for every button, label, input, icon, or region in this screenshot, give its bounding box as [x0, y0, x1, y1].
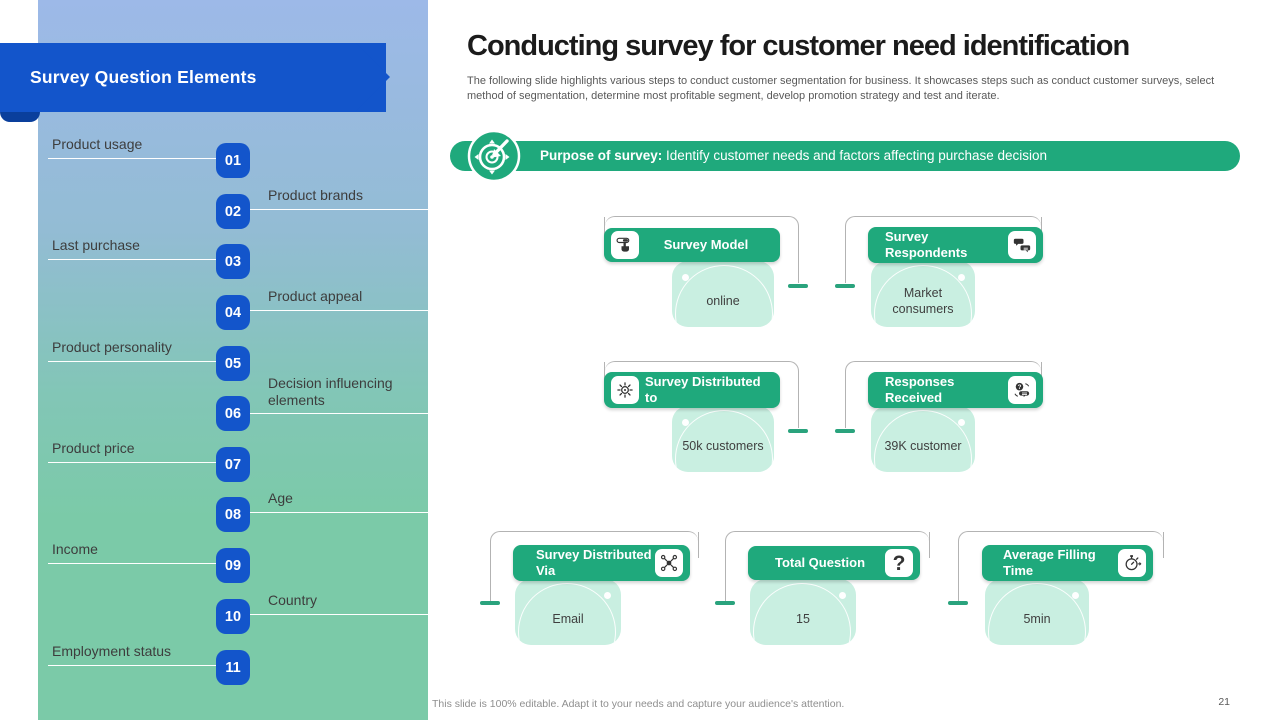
sidebar-item-number: 01	[216, 143, 250, 178]
connector-dash	[715, 601, 735, 605]
sidebar-item-number: 02	[216, 194, 250, 229]
sidebar-item-number: 07	[216, 447, 250, 482]
card-value: Email	[552, 611, 584, 626]
card-survey-respondents: Survey Respondents	[868, 227, 1043, 263]
card-average-filling-time: Average Filling Time	[982, 545, 1153, 581]
sidebar-item-number: 11	[216, 650, 250, 685]
card-title: Responses Received	[885, 374, 955, 405]
sidebar-item-number: 06	[216, 396, 250, 431]
purpose-label: Purpose of survey:	[540, 148, 663, 163]
arc-dot	[1072, 592, 1079, 599]
sidebar-item-label: Country	[250, 592, 436, 615]
page-subtitle: The following slide highlights various s…	[467, 75, 1215, 103]
sidebar-item-label: Age	[250, 490, 436, 513]
card-value: online	[706, 293, 740, 308]
card-title: Survey Respondents	[885, 229, 968, 260]
connector-dash	[835, 429, 855, 433]
sidebar-item-label: Product usage	[48, 136, 220, 159]
card-title: Survey Distributed to	[645, 374, 761, 405]
arc-dot	[958, 419, 965, 426]
connector-dash	[480, 601, 500, 605]
sidebar-item-label: Product price	[48, 440, 220, 463]
sidebar-item-number: 05	[216, 346, 250, 381]
card-value-box: 39K customer	[871, 406, 975, 472]
sidebar-item-label: Decision influencing elements	[250, 375, 436, 414]
target-icon	[466, 128, 522, 184]
card-value-box: Email	[515, 579, 621, 645]
sidebar-item-label: Product appeal	[250, 288, 436, 311]
connector-dash	[948, 601, 968, 605]
connector-dash	[835, 284, 855, 288]
connector-bracket	[490, 531, 699, 602]
connector-dash	[788, 284, 808, 288]
arc-dot	[604, 592, 611, 599]
sidebar-item-number: 09	[216, 548, 250, 583]
card-responses-received: Responses Received ?	[868, 372, 1043, 408]
card-title: Average Filling Time	[1003, 547, 1096, 578]
sidebar-item-label: Last purchase	[48, 237, 220, 260]
arc-dot	[839, 592, 846, 599]
card-value: 39K customer	[884, 438, 962, 453]
card-title: Total Question	[774, 555, 866, 571]
card-survey-model: Survey Model	[604, 228, 780, 262]
sidebar-item-number: 08	[216, 497, 250, 532]
purpose-text: Identify customer needs and factors affe…	[662, 148, 1048, 163]
arc-dot	[958, 274, 965, 281]
connector-bracket	[604, 361, 799, 428]
sidebar-item-number: 04	[216, 295, 250, 330]
connector-bracket	[958, 531, 1164, 602]
card-title: Survey Model	[663, 237, 749, 253]
sidebar-item-label: Employment status	[48, 643, 220, 666]
card-survey-distributed-via: Survey Distributed Via	[513, 545, 690, 581]
page-number: 21	[1218, 696, 1230, 708]
card-value: 50k customers	[682, 438, 764, 453]
sidebar-title: Survey Question Elements	[30, 67, 257, 87]
card-total-question: Total Question ?	[748, 546, 920, 580]
card-value-box: online	[672, 261, 774, 327]
card-value-box: 5min	[985, 579, 1089, 645]
network-share-icon	[655, 549, 683, 577]
sidebar-item-number: 03	[216, 244, 250, 279]
question-mark-icon: ?	[885, 549, 913, 577]
arc-dot	[682, 274, 689, 281]
question-answer-icon: ?	[1008, 376, 1036, 404]
ribbon-arrow	[356, 43, 390, 111]
connector-dash	[788, 429, 808, 433]
sidebar-item-label: Income	[48, 541, 220, 564]
sidebar-item-label: Product brands	[250, 187, 436, 210]
sidebar-title-ribbon: Survey Question Elements	[0, 43, 386, 112]
connector-bracket	[604, 216, 799, 283]
svg-text:?: ?	[1018, 384, 1022, 391]
pointer-toggle-icon	[611, 231, 639, 259]
footer-note: This slide is 100% editable. Adapt it to…	[432, 698, 845, 710]
card-title: Survey Distributed Via	[536, 547, 652, 578]
sun-burst-icon	[611, 376, 639, 404]
connector-bracket	[725, 531, 930, 602]
page-title: Conducting survey for customer need iden…	[467, 30, 1130, 62]
card-value-box: 50k customers	[672, 406, 774, 472]
card-survey-distributed-to: Survey Distributed to	[604, 372, 780, 408]
sidebar-item-label: Product personality	[48, 339, 220, 362]
ribbon-fold	[0, 111, 40, 122]
purpose-banner: Purpose of survey: Identify customer nee…	[450, 141, 1240, 171]
chat-bubbles-icon	[1008, 231, 1036, 259]
sidebar-item-number: 10	[216, 599, 250, 634]
card-value: 5min	[1023, 611, 1051, 626]
card-value-box: 15	[750, 579, 856, 645]
card-value: Market consumers	[892, 285, 954, 316]
stopwatch-icon	[1118, 549, 1146, 577]
arc-dot	[682, 419, 689, 426]
card-value-box: Market consumers	[871, 261, 975, 327]
card-value: 15	[796, 611, 810, 626]
